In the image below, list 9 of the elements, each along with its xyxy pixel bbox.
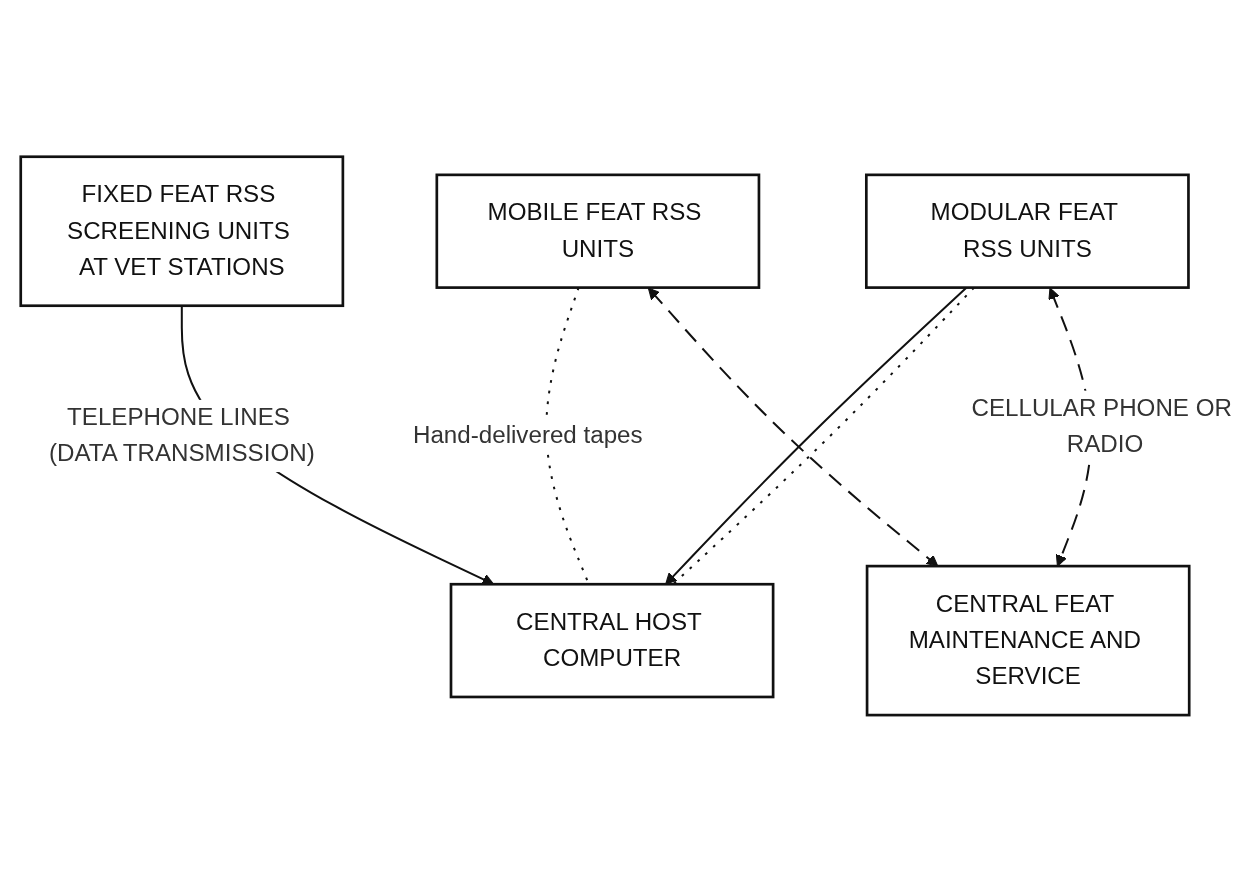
node-box: FIXED FEAT RSS SCREENING UNITS AT VET STATIONS xyxy=(19,155,345,308)
edge-label: TELEPHONE LINES (DATA TRANSMISSION) xyxy=(48,403,315,467)
node-box: CENTRAL HOST COMPUTER xyxy=(449,582,775,699)
edge-label: CELLULAR PHONE OR RADIO xyxy=(971,394,1232,458)
arrow xyxy=(647,287,939,567)
edge-label: Hand-delivered tapes xyxy=(412,421,643,449)
node-box: CENTRAL FEAT MAINTENANCE AND SERVICE xyxy=(865,564,1191,717)
node-box: MOBILE FEAT RSS UNITS xyxy=(435,173,761,289)
node-box: MODULAR FEAT RSS UNITS xyxy=(865,173,1190,289)
